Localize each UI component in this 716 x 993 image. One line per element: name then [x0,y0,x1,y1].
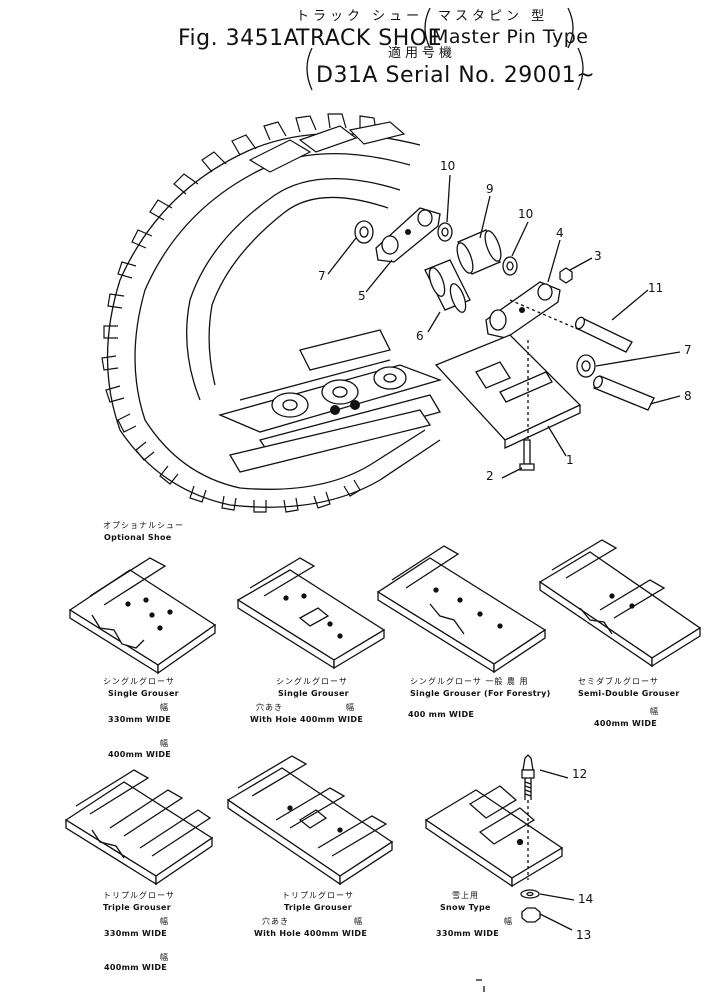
shoe-7-width: 330mm WIDE [436,929,500,938]
part-number-1: 1 [566,453,574,467]
part-number-9: 9 [486,182,494,196]
shoe-3-width: 400 mm WIDE [408,710,475,719]
figure-number: Fig. 3451A [178,26,300,51]
title-japanese: トラック シュー [296,9,424,24]
shoe-7-name: Snow Type [440,903,491,912]
shoe-4-name-jp: セミダブルグローサ [578,677,659,686]
part-number-7-lower: 7 [684,343,692,357]
shoe-4-width-jp: 幅 [650,707,659,716]
shoe-1-width-1-jp: 幅 [160,703,169,712]
track-chain-illustration [101,113,443,513]
shoe-semi-double-drawing [538,539,702,668]
optional-shoe-label-jp: オプショナルシュー [103,521,184,530]
shoe-6-hole-jp: 穴あき [262,917,289,926]
shoe-2-name: Single Grouser [278,689,349,698]
part-number-12: 12 [572,767,588,781]
shoe-1-width-2: 400mm WIDE [108,750,172,759]
shoe-5-width-1: 330mm WIDE [104,929,168,938]
part-number-3: 3 [594,249,602,263]
part-number-13: 13 [576,928,592,942]
snow-type-hardware [520,754,575,931]
subtitle-japanese: マスタピン 型 [438,9,549,24]
shoe-7-width-jp: 幅 [504,917,513,926]
applicability-english: D31A Serial No. 29001~ [316,63,596,88]
shoe-2-width-jp: 幅 [346,703,355,712]
shoe-3-name-jp: シングルグローサ 一般 農 用 [410,677,529,686]
master-link-parts [327,174,681,479]
shoe-6-name: Triple Grouser [284,903,352,912]
shoe-plate-1 [434,334,582,441]
shoe-6-width-jp: 幅 [354,917,363,926]
part-number-10-lower: 10 [518,207,534,221]
title-english: TRACK SHOE [296,26,443,51]
shoe-single-grouser-drawing [68,557,217,675]
part-number-5: 5 [358,289,366,303]
part-number-6: 6 [416,329,424,343]
shoe-6-width: With Hole 400mm WIDE [254,929,368,938]
shoe-5-width-2-jp: 幅 [160,953,169,962]
shoe-4-name: Semi-Double Grouser [578,689,680,698]
shoe-5-name: Triple Grouser [103,903,171,912]
shoe-2-width: With Hole 400mm WIDE [250,715,364,724]
part-number-10-upper: 10 [440,159,456,173]
shoe-1-name-jp: シングルグローサ [103,677,175,686]
part-number-14: 14 [578,892,594,906]
shoe-1-width-2-jp: 幅 [160,739,169,748]
shoe-1-name: Single Grouser [108,689,179,698]
part-number-11: 11 [648,281,664,295]
subtitle-english: Master Pin Type [432,26,589,48]
shoe-triple-grouser-drawing [64,769,214,886]
shoe-5-width-2: 400mm WIDE [104,963,168,972]
shoe-1-width-1: 330mm WIDE [108,715,172,724]
nut-3 [559,267,573,284]
part-number-4: 4 [556,226,564,240]
part-number-7-upper: 7 [318,269,326,283]
shoe-snow-type-drawing [424,785,564,888]
part-number-2: 2 [486,469,494,483]
bolt-2 [523,439,531,465]
shoe-4-width: 400mm WIDE [594,719,658,728]
shoe-6-name-jp: トリプルグローサ [282,891,354,900]
shoe-forestry-drawing [376,545,547,674]
shoe-single-grouser-hole-drawing [236,557,386,670]
shoe-5-name-jp: トリプルグローサ [103,891,175,900]
shoe-2-hole-jp: 穴あき [256,703,283,712]
shoe-triple-grouser-hole-drawing [226,755,394,886]
pin-8 [593,375,655,411]
shoe-5-width-1-jp: 幅 [160,917,169,926]
part-number-8: 8 [684,389,692,403]
shoe-7-name-jp: 雪上用 [452,891,479,900]
optional-shoe-label: Optional Shoe [104,533,172,542]
shoe-3-name: Single Grouser (For Forestry) [410,689,551,698]
applicability-japanese: 適用号機 [388,46,457,61]
optional-shoe-drawings [64,539,702,931]
shoe-2-name-jp: シングルグローサ [276,677,348,686]
